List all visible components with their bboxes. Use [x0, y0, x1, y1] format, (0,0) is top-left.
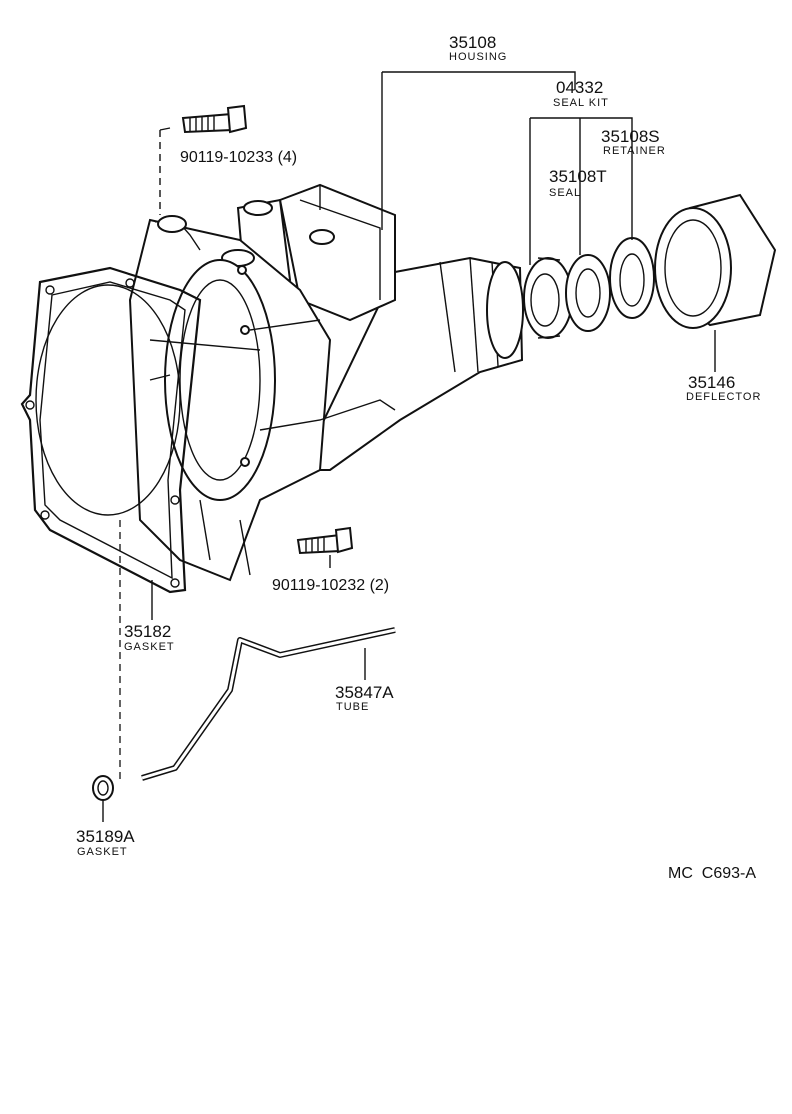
bolt-lower-drawing: [296, 526, 354, 555]
seal-kit-name: SEAL KIT: [553, 97, 609, 109]
small-gasket-name: GASKET: [77, 846, 128, 858]
seal-name: SEAL: [549, 187, 581, 199]
tube-name: TUBE: [336, 701, 369, 713]
retainer-number: 35108S: [601, 127, 660, 146]
bolt-upper-drawing: [181, 104, 248, 134]
bolt-upper-number: 90119-10233 (4): [180, 149, 297, 166]
gasket-name: GASKET: [124, 641, 175, 653]
deflector-number: 35146: [688, 373, 735, 392]
tube-number: 35847A: [335, 683, 394, 702]
tube-drawing: [141, 627, 396, 781]
retainer-drawing: [609, 237, 655, 319]
seal-drawing: [523, 257, 573, 339]
seal-number: 35108T: [549, 167, 607, 186]
bolt-lower-number: 90119-10232 (2): [272, 577, 389, 594]
housing-name: HOUSING: [449, 51, 507, 63]
retainer-name: RETAINER: [603, 145, 666, 157]
deflector-name: DEFLECTOR: [686, 391, 761, 403]
part-labels: 35108 HOUSING 04332 SEAL KIT 35108S RETA…: [76, 33, 761, 882]
housing-drawing: [128, 183, 524, 582]
deflector-drawing: [654, 193, 777, 329]
leader-lines: [102, 71, 716, 822]
gasket-drawing: [20, 266, 202, 594]
small-gasket-drawing: [92, 775, 114, 801]
seal-kit-number: 04332: [556, 78, 603, 97]
diagram-code: MC C693-A: [668, 865, 756, 882]
small-gasket-number: 35189A: [76, 827, 135, 846]
seal-ring-drawing: [565, 254, 611, 332]
housing-number: 35108: [449, 33, 496, 52]
gasket-number: 35182: [124, 622, 171, 641]
